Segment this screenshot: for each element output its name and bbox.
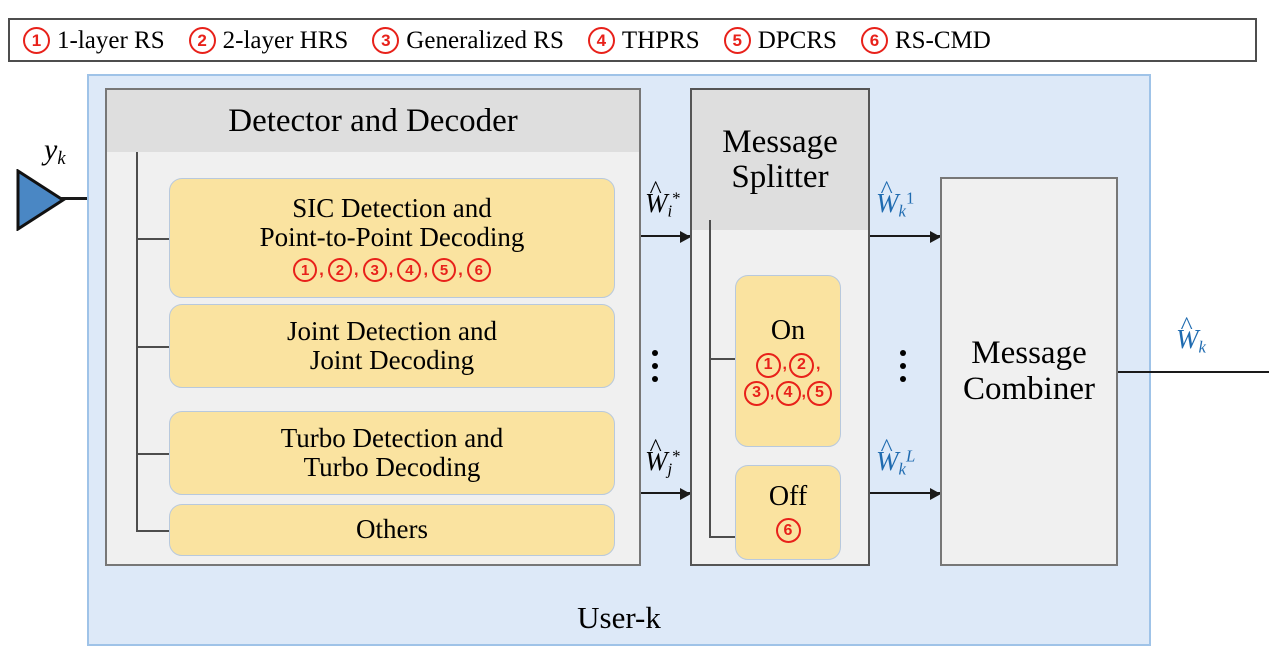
splitter-title-line1: Message <box>722 124 838 161</box>
detector-connector-branch-3 <box>136 453 170 455</box>
block-sic-detection[interactable]: SIC Detection and Point-to-Point Decodin… <box>169 178 615 298</box>
block-others[interactable]: Others <box>169 504 615 556</box>
combiner-title-line1: Message <box>971 335 1087 372</box>
arrow-detector-to-splitter-lower <box>641 488 691 500</box>
signal-label-yk: yk <box>44 133 66 170</box>
splitter-connector-branch-1 <box>709 358 737 360</box>
detector-header: Detector and Decoder <box>107 90 639 152</box>
legend-label-6: RS-CMD <box>894 26 991 54</box>
circled-number-4-icon: 4 <box>397 258 422 283</box>
circled-number-2-icon: 2 <box>327 258 352 283</box>
splitter-header: Message Splitter <box>692 90 868 230</box>
detector-title: Detector and Decoder <box>228 102 518 139</box>
block-on-title: On <box>770 315 806 347</box>
circled-number-2-icon: 2 <box>188 26 216 54</box>
legend-bar: 1 1-layer RS 2 2-layer HRS 3 Generalized… <box>8 18 1257 62</box>
legend-item-4: 4 THPRS <box>587 26 700 54</box>
block-sic-title-line2: Point-to-Point Decoding <box>259 222 525 252</box>
legend-label-4: THPRS <box>621 26 700 54</box>
circled-number-6-icon: 6 <box>466 258 491 283</box>
legend-label-3: Generalized RS <box>406 26 564 54</box>
message-combiner-panel: Message Combiner <box>940 177 1118 566</box>
circled-number-4-icon: 4 <box>587 26 615 54</box>
block-on-numbers-row2: 3, 4, 5 <box>744 380 832 406</box>
splitter-title: Message Splitter <box>722 125 837 195</box>
combiner-title: Message Combiner <box>963 335 1095 407</box>
legend-label-2: 2-layer HRS <box>222 26 349 54</box>
legend-item-1: 1 1-layer RS <box>23 26 165 54</box>
detector-connector-branch-2 <box>136 346 170 348</box>
splitter-connector-trunk <box>709 220 711 538</box>
circled-number-1-icon: 1 <box>755 352 781 378</box>
circled-number-5-icon: 5 <box>806 380 832 406</box>
signal-label-w-k-1: ^Wk1 <box>876 174 915 221</box>
block-on-numbers: 1, 2, 3, 4, 5 <box>744 352 832 406</box>
antenna-lead-line <box>60 197 90 200</box>
block-turbo-title-line1: Turbo Detection and <box>280 422 504 453</box>
vertical-ellipsis-icon <box>900 350 906 382</box>
signal-label-w-k-L: ^WkL <box>876 432 916 479</box>
circled-number-1-icon: 1 <box>293 258 318 283</box>
circled-number-4-icon: 4 <box>775 380 801 406</box>
detector-connector-branch-1 <box>136 238 170 240</box>
block-others-title: Others <box>356 514 428 545</box>
legend-item-3: 3 Generalized RS <box>372 26 564 54</box>
block-joint-detection[interactable]: Joint Detection and Joint Decoding <box>169 304 615 388</box>
block-on-numbers-row1: 1, 2, <box>755 352 820 378</box>
block-splitter-on[interactable]: On 1, 2, 3, 4, 5 <box>735 275 841 447</box>
combiner-title-line2: Combiner <box>963 370 1095 407</box>
antenna-triangle-icon <box>16 169 66 231</box>
circled-number-3-icon: 3 <box>362 258 387 283</box>
user-k-label: User-k <box>577 600 661 635</box>
detector-connector-branch-4 <box>136 530 170 532</box>
legend-item-6: 6 RS-CMD <box>860 26 991 54</box>
circled-number-6-icon: 6 <box>860 26 888 54</box>
block-sic-numbers: 1, 2, 3, 4, 5, 6 <box>293 258 491 283</box>
circled-number-3-icon: 3 <box>744 380 770 406</box>
legend-label-5: DPCRS <box>757 26 837 54</box>
arrow-detector-to-splitter-upper <box>641 231 691 243</box>
circled-number-1-icon: 1 <box>23 26 50 54</box>
block-splitter-off[interactable]: Off 6 <box>735 465 841 560</box>
signal-label-w-k: ^Wk <box>1176 310 1206 357</box>
splitter-title-line2: Splitter <box>731 159 829 195</box>
signal-label-w-j-star: ^Wj* <box>645 432 681 479</box>
circled-number-5-icon: 5 <box>432 258 457 283</box>
block-off-title: Off <box>768 480 808 512</box>
block-joint-title-line1: Joint Detection and <box>287 315 497 346</box>
circled-number-3-icon: 3 <box>372 26 400 54</box>
legend-label-1: 1-layer RS <box>57 26 165 54</box>
arrow-splitter-to-combiner-lower <box>870 488 941 500</box>
legend-item-5: 5 DPCRS <box>723 26 837 54</box>
circled-number-2-icon: 2 <box>789 352 814 378</box>
legend-item-2: 2 2-layer HRS <box>188 26 349 54</box>
block-off-numbers: 6 <box>775 518 801 544</box>
vertical-ellipsis-icon <box>652 350 658 382</box>
signal-label-w-i-star: ^Wi* <box>645 174 681 221</box>
combiner-output-line <box>1118 371 1269 373</box>
arrow-splitter-to-combiner-upper <box>870 231 941 243</box>
block-turbo-title-line2: Turbo Decoding <box>303 452 481 482</box>
block-turbo-detection[interactable]: Turbo Detection and Turbo Decoding <box>169 411 615 495</box>
block-off-numbers-row1: 6 <box>775 518 801 544</box>
splitter-connector-branch-2 <box>709 536 737 538</box>
block-joint-title-line2: Joint Decoding <box>309 345 475 375</box>
block-sic-title-line1: SIC Detection and <box>292 192 492 223</box>
detector-connector-trunk <box>136 152 138 532</box>
circled-number-6-icon: 6 <box>775 518 801 544</box>
circled-number-5-icon: 5 <box>723 26 751 54</box>
